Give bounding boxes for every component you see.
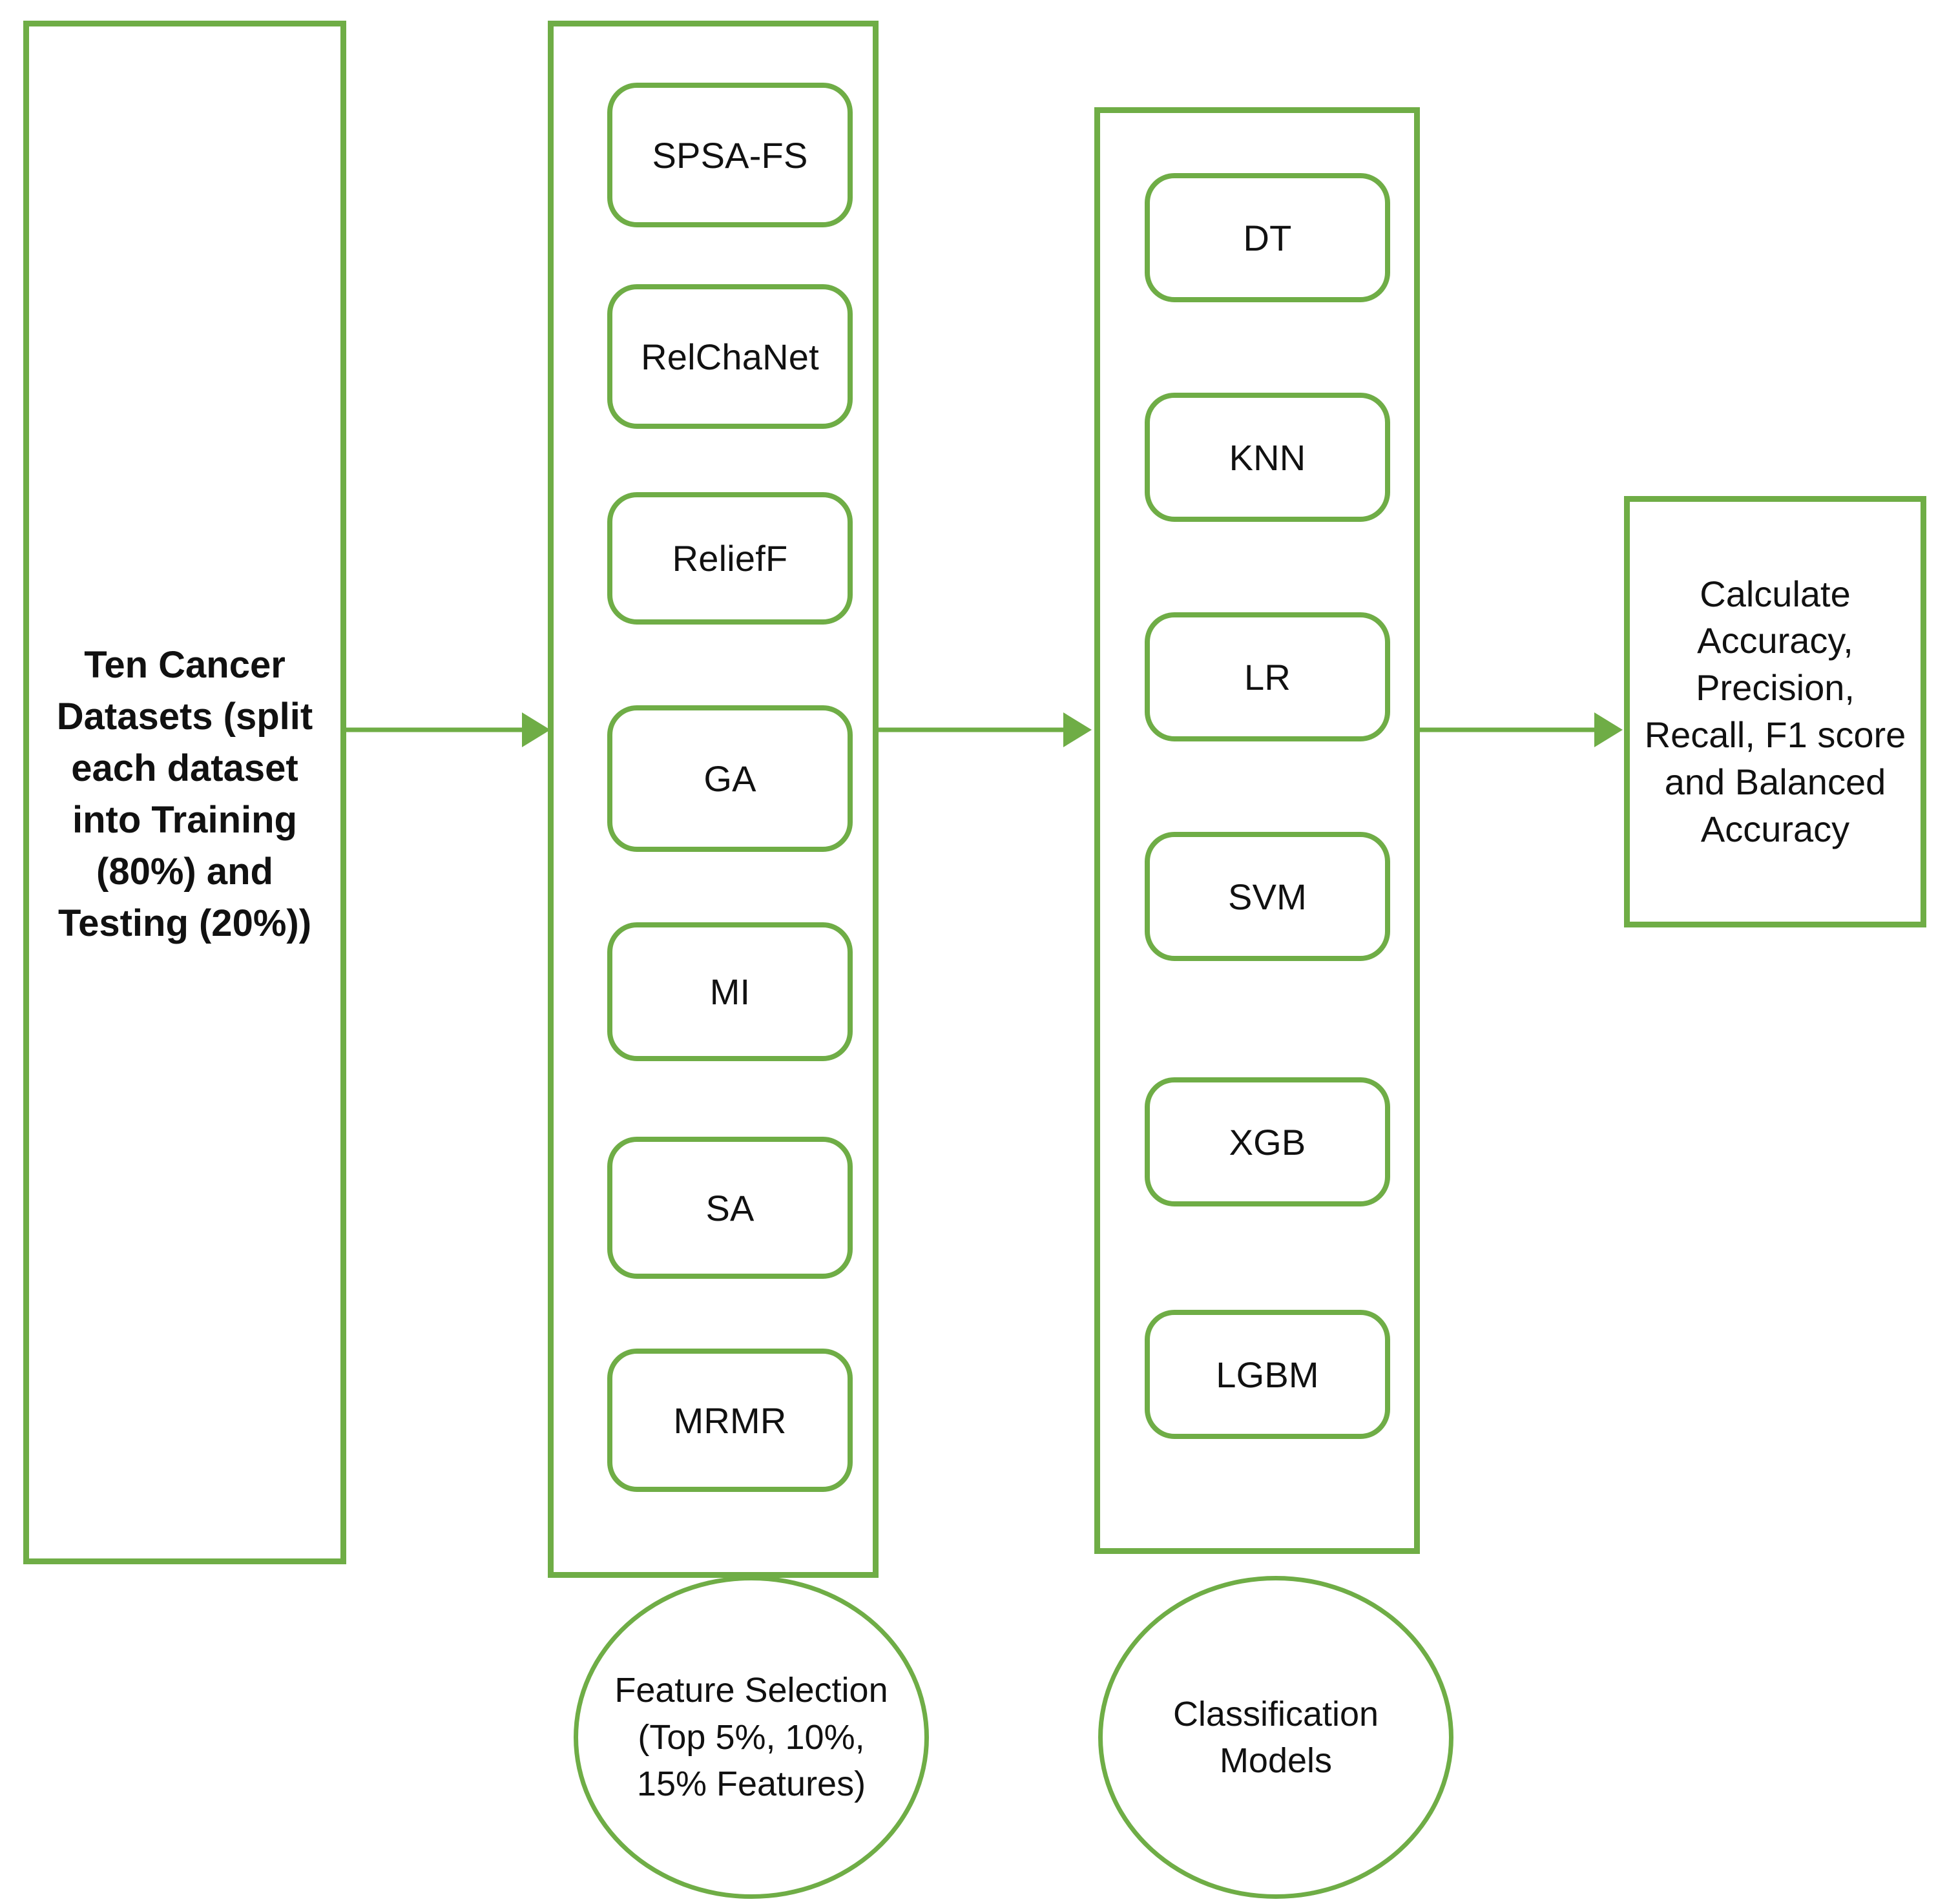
fs-node-mrmr[interactable]: MRMR <box>607 1349 853 1492</box>
clf-node-lgbm[interactable]: LGBM <box>1145 1310 1390 1439</box>
clf-node-svm[interactable]: SVM <box>1145 832 1390 961</box>
clf-node-dt[interactable]: DT <box>1145 173 1390 302</box>
fs-node-spsa-fs[interactable]: SPSA-FS <box>607 83 853 227</box>
arrow-feature-selection-to-classification <box>879 701 1094 759</box>
fs-node-ga[interactable]: GA <box>607 705 853 852</box>
datasets-container <box>23 21 346 1564</box>
fs-node-sa[interactable]: SA <box>607 1137 853 1279</box>
evaluation-container <box>1624 496 1926 927</box>
datasets-label: Ten Cancer Datasets (split each dataset … <box>56 643 313 945</box>
clf-node-knn[interactable]: KNN <box>1145 393 1390 522</box>
arrow-classification-to-evaluation <box>1420 701 1625 759</box>
feature-selection-caption-circle: Feature Selection (Top 5%, 10%, 15% Feat… <box>574 1576 929 1899</box>
fs-node-mi[interactable]: MI <box>607 922 853 1061</box>
fs-node-relieff[interactable]: ReliefF <box>607 492 853 625</box>
evaluation-label: Calculate Accuracy, Precision, Recall, F… <box>1644 574 1906 849</box>
clf-node-xgb[interactable]: XGB <box>1145 1077 1390 1206</box>
classification-caption-circle: Classification Models <box>1098 1576 1453 1899</box>
fs-node-relchanet[interactable]: RelChaNet <box>607 284 853 429</box>
clf-node-lr[interactable]: LR <box>1145 612 1390 741</box>
arrow-datasets-to-feature-selection <box>346 701 553 759</box>
